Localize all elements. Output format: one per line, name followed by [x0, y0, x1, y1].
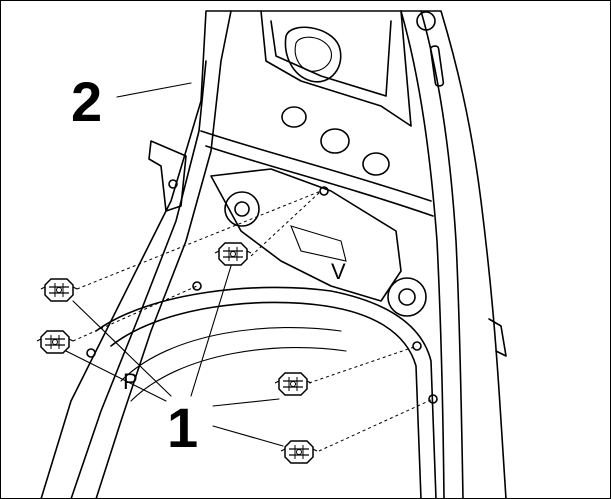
callout-part-1: 1 [167, 396, 198, 459]
retaining-clip-icon [36, 330, 74, 354]
retaining-clip-icon [40, 278, 78, 302]
panel-mark-p: P [123, 369, 138, 394]
panel-mark-v: V [331, 259, 346, 284]
installation-guide-lines [72, 190, 434, 452]
callout-part-2: 2 [71, 70, 102, 133]
door-inner-panel: V P [40, 10, 507, 498]
leader-lines [65, 82, 284, 447]
